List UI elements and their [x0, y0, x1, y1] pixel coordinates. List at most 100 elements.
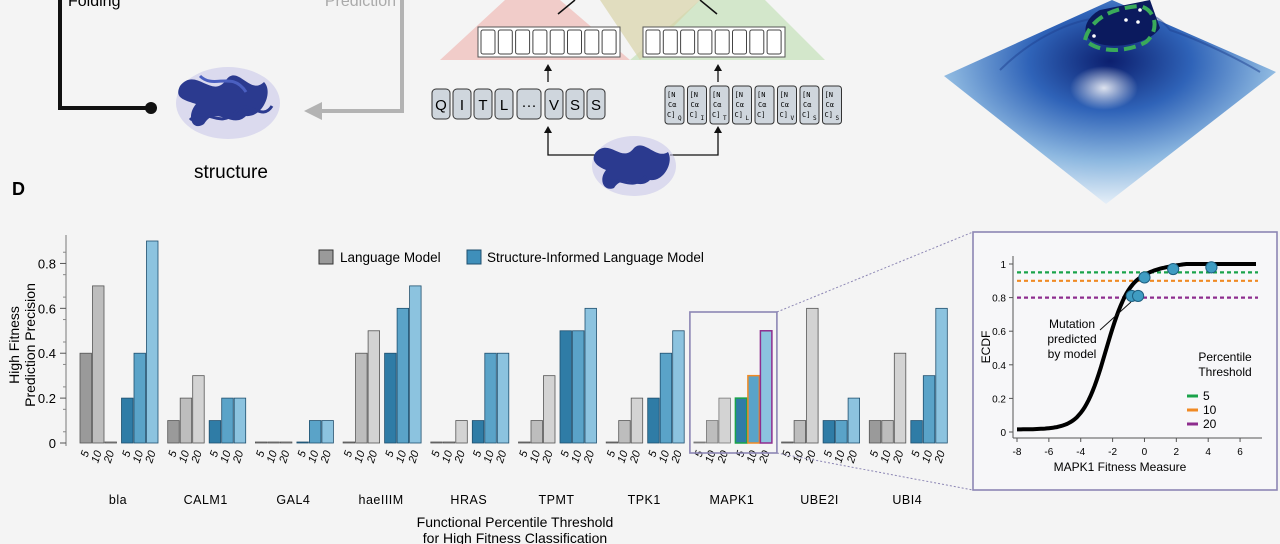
sequence-token-label: ··· [522, 97, 537, 114]
slm-bar [471, 420, 485, 444]
structure-token-line: [N [712, 91, 720, 99]
threshold-tick-label: 5 [208, 448, 222, 458]
threshold-tick-label: 20 [494, 448, 510, 465]
threshold-tick-label: 20 [406, 448, 422, 465]
slm-bar [759, 330, 773, 444]
threshold-tick-label: 5 [254, 448, 268, 458]
structure-tokens: [NCαC]Q[NCαC]I[NCαC]T[NCαC]L[NCαC][NCαC]… [664, 85, 842, 125]
structure-token-line: C] [712, 111, 720, 119]
ecdf-y-tick: 0 [1000, 428, 1006, 439]
legend-label: 10 [1203, 403, 1217, 417]
structure-token-sub: Q [678, 115, 682, 122]
embedding-cell [714, 29, 730, 55]
legend-label: 5 [1203, 389, 1210, 403]
lm-bar [543, 375, 556, 444]
embedding-cell [645, 29, 661, 55]
embedding-cell [497, 29, 513, 55]
inset-frame [972, 231, 1278, 491]
lm-bar [179, 397, 193, 444]
group-label: UBI4 [892, 493, 922, 507]
panel-label-d: D [12, 179, 25, 199]
connector-bottom [776, 452, 974, 491]
y-tick-label: 0.4 [38, 346, 56, 361]
embedding-cell [532, 29, 548, 55]
structure-token-line: Cα [668, 101, 676, 109]
protein-structure-icon [176, 67, 280, 139]
embedding-cell [732, 29, 747, 55]
slm-bar [409, 285, 422, 444]
embedding-cell [749, 29, 765, 55]
predicted-mutation-point [1205, 261, 1218, 274]
structure-token-line: C] [690, 111, 698, 119]
threshold-tick-label: 10 [791, 448, 806, 464]
threshold-tick-label: 20 [540, 448, 556, 465]
fitness-landscape [944, 0, 1276, 204]
threshold-tick-label: 20 [231, 448, 247, 465]
slm-bar [484, 352, 497, 444]
sequence-token-label: Q [435, 97, 447, 114]
group-label: CALM1 [184, 493, 228, 507]
sequence-token-label: I [460, 97, 464, 114]
structure-token-line: C] [780, 111, 788, 119]
lm-bar [793, 420, 806, 444]
annotation-line: predicted [1047, 332, 1096, 346]
slm-bar [384, 352, 397, 444]
embedding-cell [549, 29, 565, 55]
folding-diagram: Folding Prediction structure [58, 0, 404, 183]
structure-token-line: C] [735, 111, 743, 119]
threshold-tick-label: 20 [277, 448, 293, 465]
y-tick-label: 0 [49, 436, 56, 451]
connector-top [776, 231, 974, 313]
ecdf-x-tick: 0 [1142, 447, 1148, 458]
lm-bar [92, 285, 105, 444]
sequence-token [565, 88, 585, 120]
ecdf-y-title: ECDF [979, 331, 993, 364]
threshold-tick-label: 20 [715, 448, 731, 465]
structure-label: structure [194, 162, 268, 183]
lm-bar [192, 375, 205, 444]
lm-bar [781, 441, 794, 444]
sequence-token [452, 88, 472, 120]
prediction-label: Prediction [325, 0, 396, 10]
threshold-tick-label: 5 [166, 448, 180, 458]
predicted-mutation-point [1138, 271, 1151, 284]
structure-token [822, 85, 842, 125]
lm-bar [355, 352, 368, 444]
sequence-token [516, 88, 542, 120]
group-label: haeIIIM [359, 493, 404, 507]
threshold-tick-label: 10 [879, 448, 894, 464]
ecdf-x-tick: -2 [1108, 447, 1117, 458]
threshold-tick-label: 10 [177, 448, 192, 464]
lm-bar [630, 397, 644, 444]
lm-bar [893, 352, 907, 444]
embedding-cell [584, 29, 600, 55]
ecdf-x-tick: -8 [1013, 447, 1022, 458]
slm-bar [910, 420, 923, 444]
threshold-tick-label: 20 [669, 448, 685, 465]
threshold-tick-label: 20 [628, 448, 644, 465]
group-label: HRAS [450, 493, 487, 507]
slm-bar [221, 397, 234, 444]
folding-label: Folding [68, 0, 120, 10]
slm-bar [559, 330, 572, 444]
slm-bar [747, 374, 761, 444]
embedding-cell [515, 29, 531, 55]
bar-chart-y-axis: 00.20.40.60.8 [38, 235, 67, 451]
structure-token [664, 85, 685, 125]
lm-bar [279, 441, 293, 444]
lm-bar [104, 441, 117, 444]
structure-token-line: Cα [803, 101, 811, 109]
threshold-tick-label: 10 [265, 448, 280, 464]
threshold-tick-label: 5 [383, 448, 397, 458]
threshold-tick-label: 10 [131, 448, 146, 464]
structure-token-line: [N [757, 91, 765, 99]
x-axis-title-line: for High Fitness Classification [423, 530, 607, 544]
lm-bar [367, 330, 381, 444]
threshold-tick-label: 10 [569, 448, 584, 464]
structure-token-sub: S [836, 115, 840, 122]
structure-token-line: [N [780, 91, 788, 99]
structure-token-line: Cα [713, 101, 721, 109]
lm-bar [254, 441, 268, 444]
structure-token [687, 85, 707, 125]
threshold-tick-label: 10 [306, 448, 321, 464]
